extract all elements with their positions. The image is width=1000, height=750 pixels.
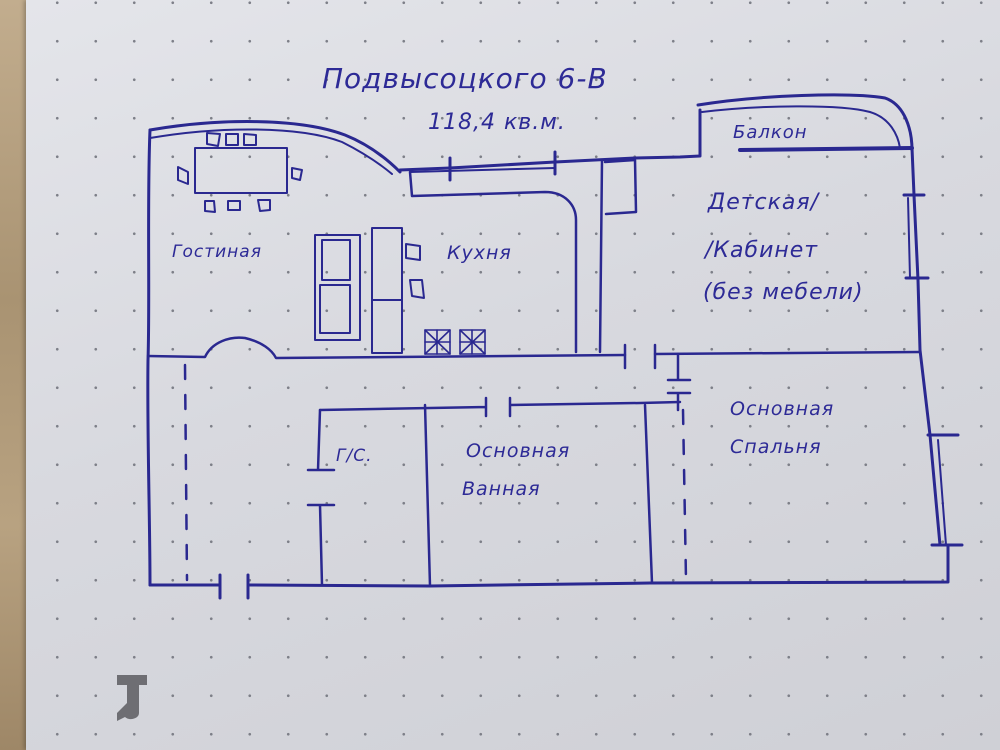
address-title: Подвысоцкого 6-В (322, 62, 608, 95)
room-label-kids-room-line1: Детская/ (708, 190, 820, 215)
room-label-main-bathroom-line2: Ванная (462, 478, 541, 500)
dining-table-icon (194, 147, 288, 194)
room-label-kids-room-line2: /Кабинет (705, 238, 819, 263)
wardrobe-and-fridge (314, 227, 425, 354)
r-logo-icon (117, 675, 147, 721)
room-label-master-bedroom-line1: Основная (730, 398, 835, 420)
room-label-living-room: Гостиная (172, 242, 262, 262)
interior-walls (146, 158, 922, 588)
room-label-master-bedroom-line2: Спальня (730, 436, 822, 458)
desk-surface (0, 0, 26, 750)
room-label-balcony: Балкон (733, 122, 808, 143)
outer-walls (146, 93, 964, 600)
room-label-main-bathroom-line1: Основная (466, 440, 571, 462)
bar-stools (424, 329, 486, 355)
dining-set (177, 132, 303, 213)
area-label: 118,4 кв.м. (428, 110, 566, 135)
room-label-guest-wc: Г/С. (336, 446, 373, 466)
room-label-kitchen: Кухня (447, 242, 512, 264)
room-label-kids-room-line3: (без мебели) (703, 280, 864, 305)
